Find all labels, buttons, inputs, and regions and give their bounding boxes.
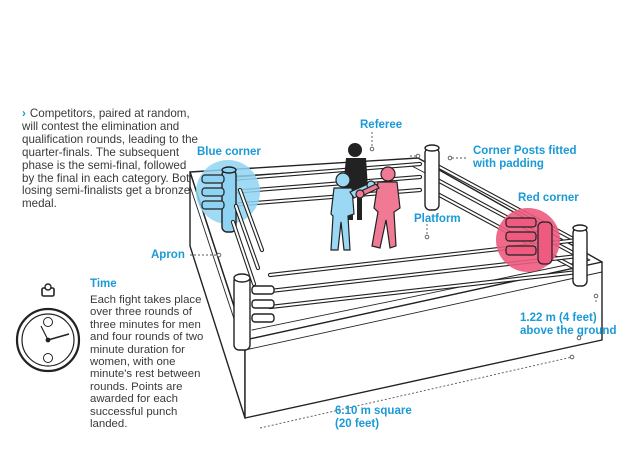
front-corner-post: [233, 273, 275, 351]
platform-label: Platform: [414, 213, 461, 225]
blue-corner-post: [201, 166, 237, 233]
blue-boxer-figure: [330, 172, 376, 251]
height-label-line1: 1.22 m (4 feet): [520, 312, 597, 324]
back-corner-post: [424, 144, 440, 211]
time-heading: Time: [90, 278, 117, 290]
ring-apron: [189, 157, 603, 419]
size-label-line1: 6.10 m square: [335, 405, 412, 417]
right-corner-post: [572, 224, 588, 287]
corner-posts-label-line2: with padding: [473, 157, 544, 170]
height-label-line2: above the ground: [520, 324, 617, 337]
apron-label: Apron: [151, 249, 185, 261]
corner-posts-label-line1: Corner Posts fitted: [473, 145, 577, 157]
red-corner-label: Red corner: [518, 192, 579, 204]
red-corner-post: [505, 217, 553, 265]
intro-paragraph: Competitors, paired at random, will cont…: [22, 107, 198, 211]
blue-corner-label: Blue corner: [197, 146, 261, 158]
size-label-line2: (20 feet): [335, 417, 380, 430]
stopwatch-icon: [15, 283, 81, 373]
intro-text: ›Competitors, paired at random, will con…: [22, 107, 198, 211]
height-label: 1.22 m (4 feet) above the ground: [520, 312, 616, 337]
leader-lines: [190, 132, 599, 429]
referee-label: Referee: [360, 119, 403, 131]
size-label: 6.10 m square (20 feet): [335, 405, 412, 430]
corner-posts-label: Corner Posts fitted with padding: [473, 145, 577, 170]
red-boxer-figure: [355, 166, 401, 249]
chevron-right-icon: ›: [22, 107, 26, 120]
time-text: Each fight takes place over three rounds…: [90, 294, 204, 431]
